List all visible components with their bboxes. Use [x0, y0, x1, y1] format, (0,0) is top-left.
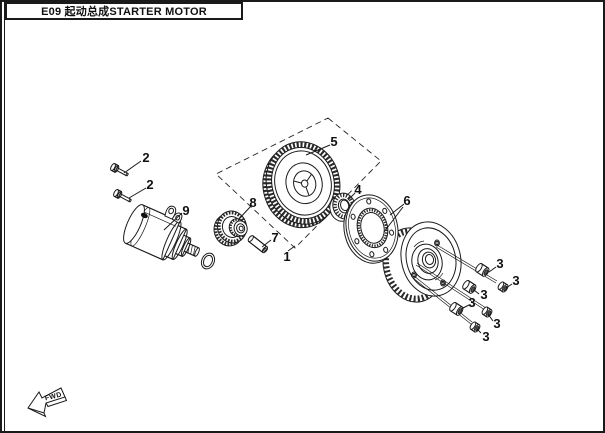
- bolt-washer: [469, 321, 481, 333]
- motor-terminal: [140, 212, 148, 219]
- page-inner-border-line: [4, 0, 5, 433]
- bolt-washer: [497, 281, 509, 293]
- ring-gear: [253, 133, 350, 236]
- part-callouts: 2 2 9 8 5 4 6 7 1 3 3 3 3 3 3: [142, 134, 519, 344]
- part-label-9: 9: [182, 203, 189, 218]
- fwd-arrow-label: FWD: [44, 392, 62, 403]
- shaft-pin: [247, 235, 268, 254]
- starter-motor: [120, 192, 212, 272]
- part-label-3b: 3: [512, 273, 519, 288]
- assembly-outline-dashed-box: [216, 118, 381, 248]
- flange-plate: [337, 189, 405, 268]
- part-label-3f: 3: [482, 329, 489, 344]
- starter-clutch: [375, 215, 468, 308]
- part-label-1: 1: [283, 249, 290, 264]
- bolt-washer: [481, 306, 493, 318]
- clutch-bolt: [461, 279, 477, 294]
- part-label-6: 6: [403, 193, 410, 208]
- page-title: E09 起动总成STARTER MOTOR: [41, 6, 207, 18]
- clutch-bolt: [474, 262, 490, 277]
- mounting-bolt: [110, 163, 130, 178]
- mounting-bolt: [113, 189, 133, 204]
- title-box: E09 起动总成STARTER MOTOR: [5, 2, 243, 20]
- part-label-3c: 3: [480, 287, 487, 302]
- part-label-4: 4: [354, 182, 362, 197]
- leader-lines: [124, 145, 512, 333]
- part-label-2b: 2: [146, 177, 153, 192]
- part-label-3a: 3: [496, 256, 503, 271]
- clutch-bolt: [448, 301, 464, 316]
- motor-o-ring: [199, 251, 217, 271]
- part-label-3e: 3: [493, 316, 500, 331]
- part-label-7: 7: [271, 230, 278, 245]
- part-label-3d: 3: [468, 295, 475, 310]
- fwd-arrow: FWD: [28, 388, 67, 417]
- idler-gear: [210, 208, 251, 249]
- part-label-5: 5: [330, 134, 337, 149]
- part-label-8: 8: [249, 195, 256, 210]
- bolt-axis-lines: [413, 245, 497, 324]
- part-label-2a: 2: [142, 150, 149, 165]
